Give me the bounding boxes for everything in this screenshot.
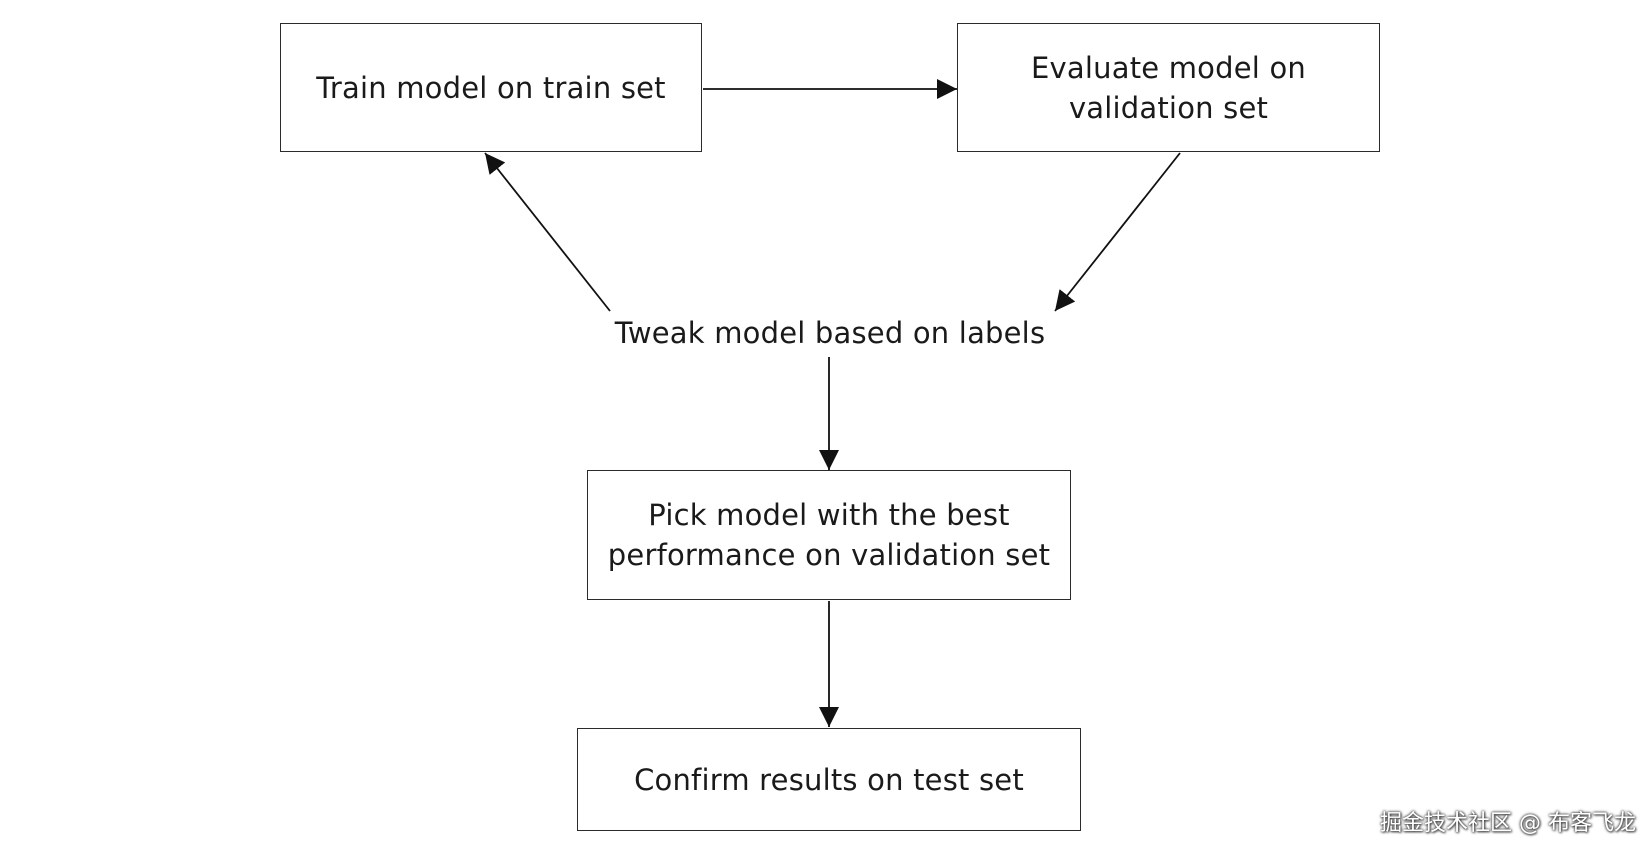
arrow-evaluate-to-tweak: [1054, 152, 1181, 312]
arrow-tweak-to-train: [484, 152, 611, 312]
node-pick-best-model: Pick model with the best performance on …: [587, 470, 1071, 600]
node-evaluate-model-line-2: validation set: [1068, 90, 1269, 125]
node-train-model: Train model on train set: [280, 23, 702, 152]
watermark: 掘金技术社区 @ 布客飞龙: [1380, 811, 1636, 836]
node-pick-best-model-line-1: Pick model with the best: [648, 498, 1010, 532]
node-confirm-results: Confirm results on test set: [577, 728, 1081, 831]
node-evaluate-model-line-1: Evaluate model on: [1031, 50, 1306, 85]
node-evaluate-model: Evaluate model on validation set: [957, 23, 1380, 152]
node-tweak-model: Tweak model based on labels: [610, 313, 1050, 353]
node-tweak-model-line-1: Tweak model based on labels: [614, 316, 1046, 350]
node-train-model-line-1: Train model on train set: [316, 70, 666, 105]
node-pick-best-model-line-2: performance on validation set: [607, 538, 1051, 572]
node-confirm-results-line-1: Confirm results on test set: [634, 762, 1024, 797]
